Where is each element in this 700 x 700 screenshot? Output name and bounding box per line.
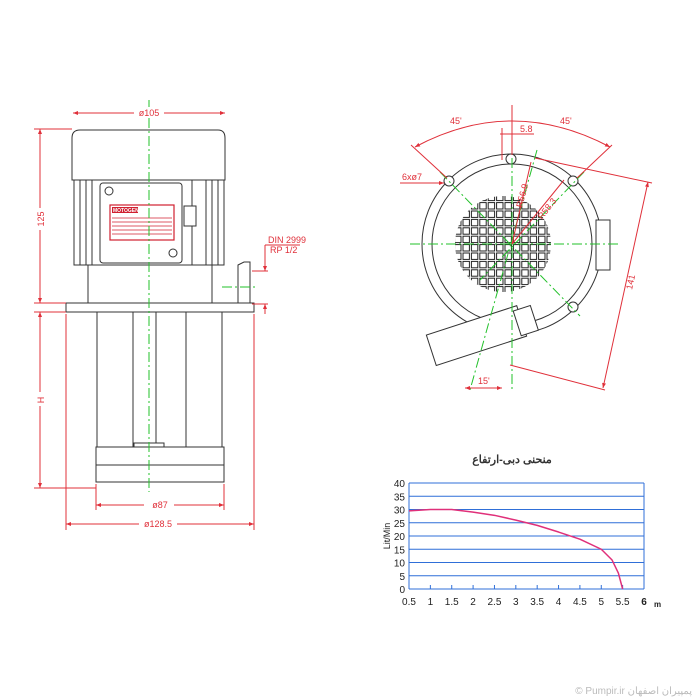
- hole-icon: [567, 301, 579, 313]
- pump-column: [96, 311, 223, 448]
- flow-head-chart: منحنی دبی-ارتفاع Lit/Min m 0510152025303…: [382, 454, 661, 609]
- watermark: © Pumpir.ir پمپیران اصفهان: [575, 686, 692, 697]
- y-tick-label: 25: [394, 519, 406, 530]
- series-line-flow: [408, 508, 624, 590]
- y-tick-label: 40: [394, 479, 406, 490]
- y-tick-label: 15: [394, 545, 406, 556]
- x-tick-label: 2: [470, 597, 476, 608]
- outlet-standard-label: DIN 2999: [268, 235, 306, 245]
- x-tick-label: 0.5: [402, 597, 416, 608]
- x-tick-label: 3.5: [530, 597, 544, 608]
- angle-right-label: 45': [560, 116, 572, 126]
- screw-icon: [168, 248, 178, 258]
- mounting-flange: [65, 302, 255, 313]
- dim-base-diameter: ø87: [152, 500, 168, 510]
- nameplate-brand: MOTOGEN: [113, 208, 139, 214]
- outlet-thread-label: RP 1/2: [270, 245, 297, 255]
- mounting-holes: [443, 153, 579, 313]
- y-axis-label: Lit/Min: [382, 523, 392, 550]
- chart-title: منحنی دبی-ارتفاع: [472, 454, 552, 466]
- dim-flange-diameter: ø128.5: [144, 519, 172, 529]
- x-tick-label: 5: [598, 597, 604, 608]
- dim-motor-height: 125: [36, 211, 46, 226]
- outlet-port: [237, 261, 251, 306]
- x-tick-label: 5.5: [616, 597, 630, 608]
- y-tick-label: 20: [394, 532, 406, 543]
- y-tick-label: 5: [399, 572, 405, 583]
- x-tick-label: 6: [641, 597, 647, 608]
- angle-left-label: 45': [450, 116, 462, 126]
- width-label: 141: [624, 274, 637, 291]
- x-tick-label: 2.5: [488, 597, 502, 608]
- x-tick-label: 3: [513, 597, 519, 608]
- x-tick-label: 4: [556, 597, 562, 608]
- holes-label: 6xø7: [402, 172, 422, 182]
- y-tick-label: 0: [399, 585, 405, 596]
- y-tick-label: 30: [394, 506, 406, 517]
- screw-icon: [104, 186, 114, 196]
- dim-column-height: H: [36, 397, 46, 404]
- side-outlet: [595, 219, 611, 271]
- x-tick-label: 1.5: [445, 597, 459, 608]
- x-tick-label: 1: [428, 597, 434, 608]
- pump-neck: [87, 264, 213, 304]
- hole-icon: [505, 153, 517, 165]
- cooling-fins: [79, 180, 219, 265]
- nameplate: MOTOGEN: [109, 204, 175, 241]
- cable-gland: [183, 205, 197, 227]
- angle-bottom-label: 15': [478, 376, 490, 386]
- terminal-box: [425, 304, 539, 367]
- x-axis-unit: m: [654, 600, 661, 609]
- x-tick-label: 4.5: [573, 597, 587, 608]
- y-tick-label: 10: [394, 559, 406, 570]
- pump-top-view: 45' 45' 5.8 6xø7 R56.9 R58.3 141 15': [400, 105, 653, 391]
- dim-top-diameter: ø105: [139, 108, 160, 118]
- hole-icon: [567, 175, 579, 187]
- y-tick-label: 35: [394, 492, 406, 503]
- pump-front-view: MOTOGEN ø105 125 H: [34, 100, 306, 530]
- offset-label: 5.8: [520, 124, 533, 134]
